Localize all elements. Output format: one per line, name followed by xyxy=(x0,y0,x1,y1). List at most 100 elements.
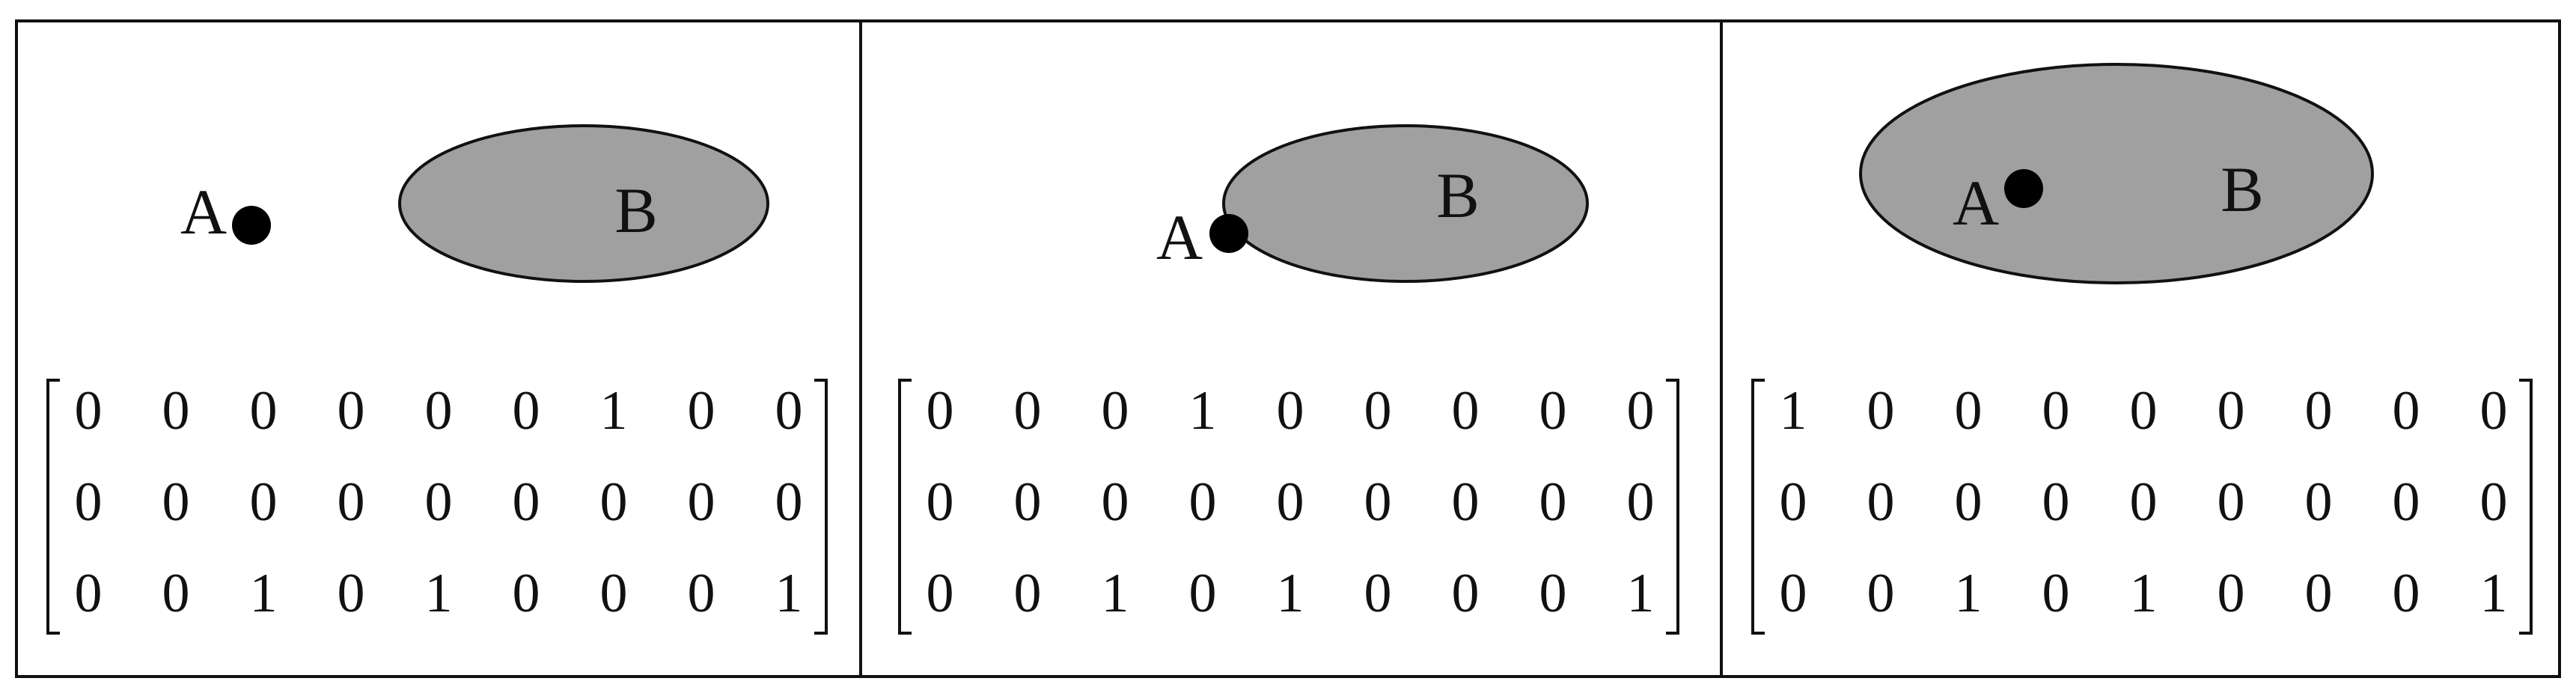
matrix-cell: 1 xyxy=(425,563,453,624)
matrix-cell: 0 xyxy=(1277,380,1304,442)
matrix-cell: 0 xyxy=(2393,563,2420,624)
matrix-cell: 0 xyxy=(775,380,803,442)
matrix-cell: 0 xyxy=(1955,471,1983,533)
region-b-label: B xyxy=(2221,153,2263,225)
matrix-cell: 0 xyxy=(2042,380,2070,442)
matrix-cell: 0 xyxy=(1014,380,1042,442)
matrix-cell: 0 xyxy=(1867,563,1895,624)
matrix-cell: 0 xyxy=(1364,471,1392,533)
matrix-cell: 0 xyxy=(2130,471,2158,533)
region-b-label: B xyxy=(1436,159,1479,231)
matrix-cell: 0 xyxy=(2305,380,2333,442)
figure-frame xyxy=(15,19,2561,678)
matrix-cell: 0 xyxy=(162,380,190,442)
matrix-cell: 0 xyxy=(513,380,540,442)
matrix-cell: 0 xyxy=(338,563,365,624)
matrix-cell: 0 xyxy=(513,563,540,624)
matrix-cell: 0 xyxy=(338,471,365,533)
matrix-cell: 0 xyxy=(1189,563,1217,624)
matrix-cell: 0 xyxy=(600,471,628,533)
point-a xyxy=(232,206,271,245)
matrix-cell: 0 xyxy=(425,380,453,442)
matrix-right-bracket xyxy=(814,379,828,635)
matrix-cell: 0 xyxy=(75,563,103,624)
matrix-cell: 0 xyxy=(425,471,453,533)
matrix-cell: 0 xyxy=(1277,471,1304,533)
matrix-cell: 0 xyxy=(1539,380,1567,442)
matrix-left-bracket xyxy=(1751,379,1765,635)
matrix-cell: 1 xyxy=(1955,563,1983,624)
matrix-cell: 0 xyxy=(2218,563,2245,624)
matrix-cell: 0 xyxy=(338,380,365,442)
matrix-cell: 1 xyxy=(250,563,278,624)
point-a-label: A xyxy=(1156,201,1203,273)
matrix-cell: 0 xyxy=(1452,471,1480,533)
matrix-cell: 0 xyxy=(250,471,278,533)
matrix-cell: 0 xyxy=(2305,471,2333,533)
point-a xyxy=(1209,214,1248,253)
matrix-cell: 0 xyxy=(2393,471,2420,533)
matrix-cell: 0 xyxy=(2218,471,2245,533)
matrix-cell: 0 xyxy=(2480,471,2508,533)
matrix-right-bracket xyxy=(1666,379,1679,635)
matrix-cell: 0 xyxy=(2480,380,2508,442)
matrix-cell: 0 xyxy=(1627,471,1655,533)
matrix-cell: 0 xyxy=(75,380,103,442)
matrix-cell: 0 xyxy=(1780,471,1807,533)
matrix-cell: 0 xyxy=(775,471,803,533)
matrix-cell: 0 xyxy=(2130,380,2158,442)
matrix-cell: 0 xyxy=(2042,563,2070,624)
matrix-cell: 0 xyxy=(1539,471,1567,533)
matrix-cell: 0 xyxy=(162,471,190,533)
matrix-cell: 0 xyxy=(1102,380,1129,442)
matrix-cell: 1 xyxy=(1277,563,1304,624)
matrix-cell: 0 xyxy=(1627,380,1655,442)
region-b xyxy=(1222,124,1589,283)
matrix-cell: 0 xyxy=(2042,471,2070,533)
matrix-cell: 1 xyxy=(1189,380,1217,442)
matrix-cell: 0 xyxy=(927,380,954,442)
matrix-cell: 0 xyxy=(600,563,628,624)
region-b xyxy=(398,124,769,283)
matrix-cell: 0 xyxy=(688,471,715,533)
matrix-cell: 0 xyxy=(688,563,715,624)
matrix-cell: 0 xyxy=(513,471,540,533)
matrix-cell: 0 xyxy=(1014,563,1042,624)
matrix-cell: 1 xyxy=(1102,563,1129,624)
matrix-cell: 1 xyxy=(1780,380,1807,442)
point-a-label: A xyxy=(1953,167,1999,239)
matrix-cell: 0 xyxy=(1955,380,1983,442)
matrix-cell: 0 xyxy=(927,471,954,533)
matrix-left-bracket xyxy=(46,379,60,635)
matrix-cell: 0 xyxy=(1189,471,1217,533)
matrix-cell: 0 xyxy=(927,563,954,624)
matrix-cell: 1 xyxy=(1627,563,1655,624)
matrix-cell: 0 xyxy=(75,471,103,533)
matrix-cell: 0 xyxy=(1452,380,1480,442)
matrix-cell: 1 xyxy=(2130,563,2158,624)
matrix-left-bracket xyxy=(898,379,912,635)
point-a-label: A xyxy=(180,176,227,248)
matrix-cell: 0 xyxy=(688,380,715,442)
region-b-label: B xyxy=(614,174,657,246)
matrix-cell: 0 xyxy=(1867,471,1895,533)
matrix-cell: 1 xyxy=(2480,563,2508,624)
point-a xyxy=(2004,169,2043,208)
matrix-cell: 0 xyxy=(1780,563,1807,624)
matrix-cell: 0 xyxy=(1452,563,1480,624)
matrix-cell: 0 xyxy=(1364,563,1392,624)
region-b xyxy=(1859,63,2374,284)
matrix-cell: 0 xyxy=(1867,380,1895,442)
matrix-cell: 1 xyxy=(600,380,628,442)
matrix-cell: 0 xyxy=(1364,380,1392,442)
matrix-cell: 0 xyxy=(250,380,278,442)
matrix-right-bracket xyxy=(2519,379,2533,635)
matrix-cell: 0 xyxy=(2393,380,2420,442)
